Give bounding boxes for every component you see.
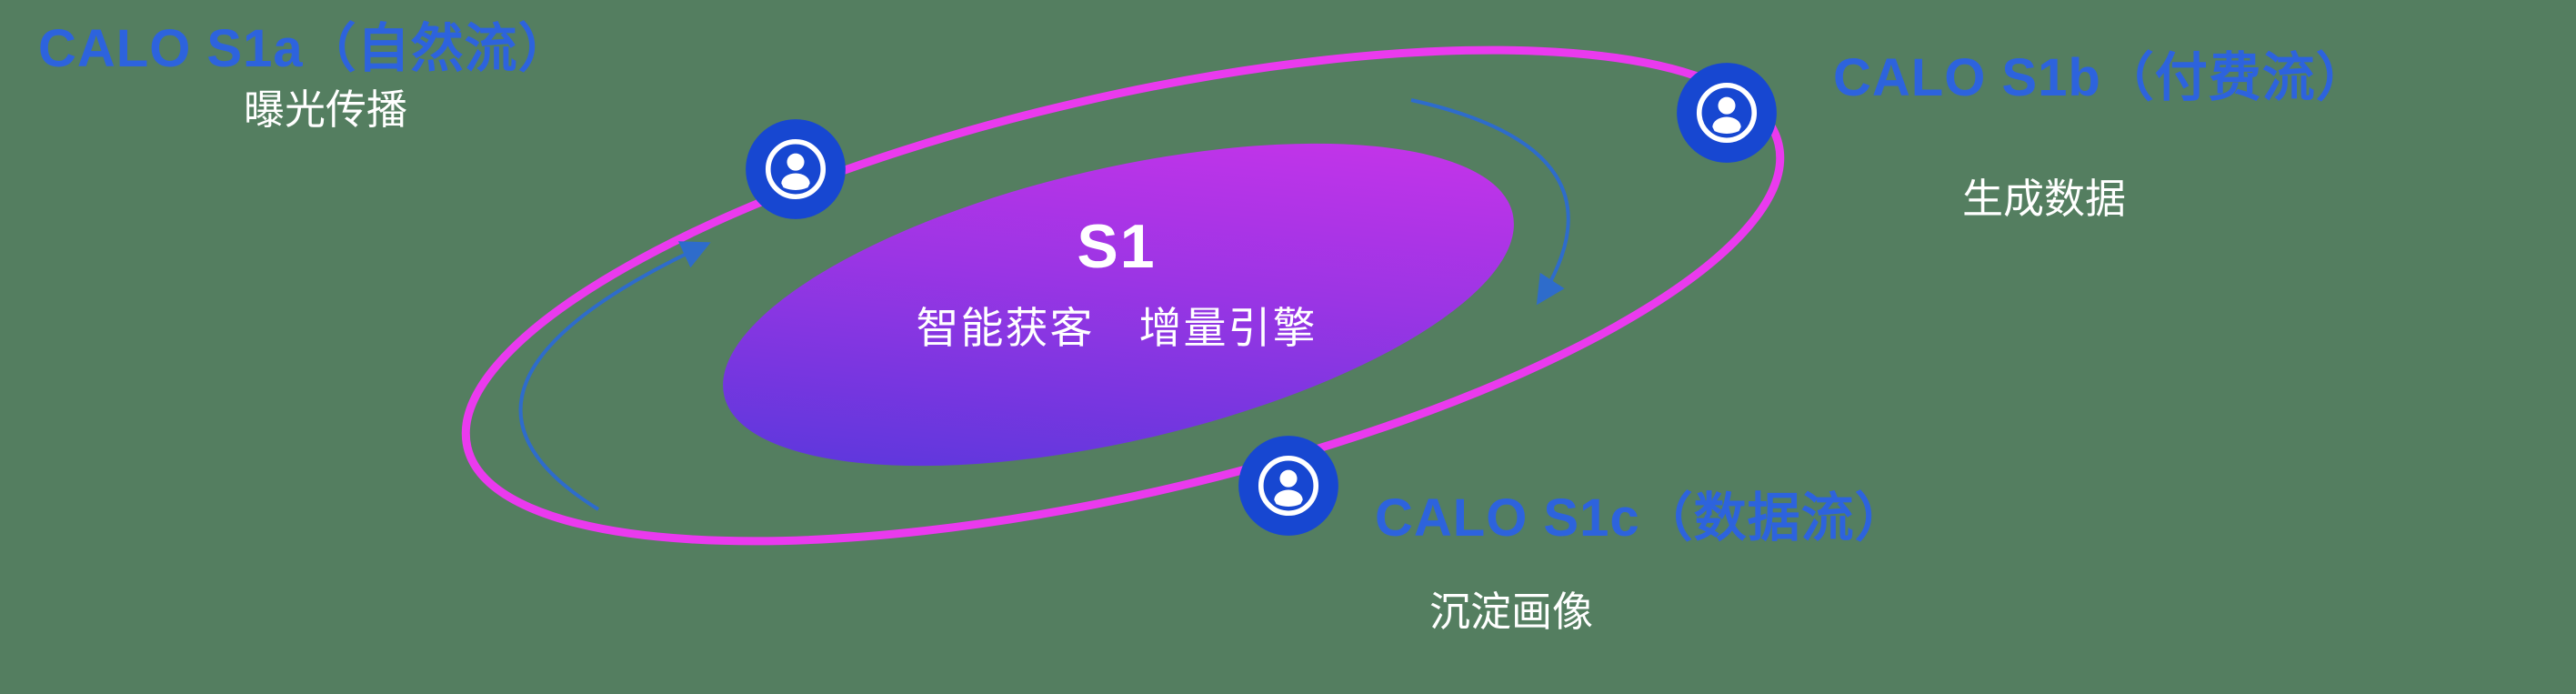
node-s1c-subtitle: 沉淀画像	[1429, 588, 1594, 635]
core-label-group: S1 智能获客 增量引擎	[844, 211, 1389, 356]
flow-arrow-left-icon	[518, 241, 711, 511]
node-s1a-subtitle: 曝光传播	[244, 86, 408, 133]
node-s1b-title: CALO S1b（付费流）	[1833, 48, 2370, 107]
node-s1c-title: CALO S1c（数据流）	[1375, 488, 1909, 548]
node-s1b-subtitle: 生成数据	[1962, 176, 2127, 222]
node-s1a-title: CALO S1a（自然流）	[38, 19, 572, 78]
user-icon-s1c	[1238, 436, 1338, 536]
core-ellipse	[723, 143, 1514, 467]
core-subtitle: 智能获客 增量引擎	[916, 304, 1318, 352]
user-icon-s1a	[746, 119, 846, 219]
flow-arrow-right-icon	[1410, 98, 1570, 306]
orbit-ring	[461, 45, 1785, 546]
core-title: S1	[1077, 212, 1157, 281]
user-icon-s1b	[1677, 63, 1777, 163]
